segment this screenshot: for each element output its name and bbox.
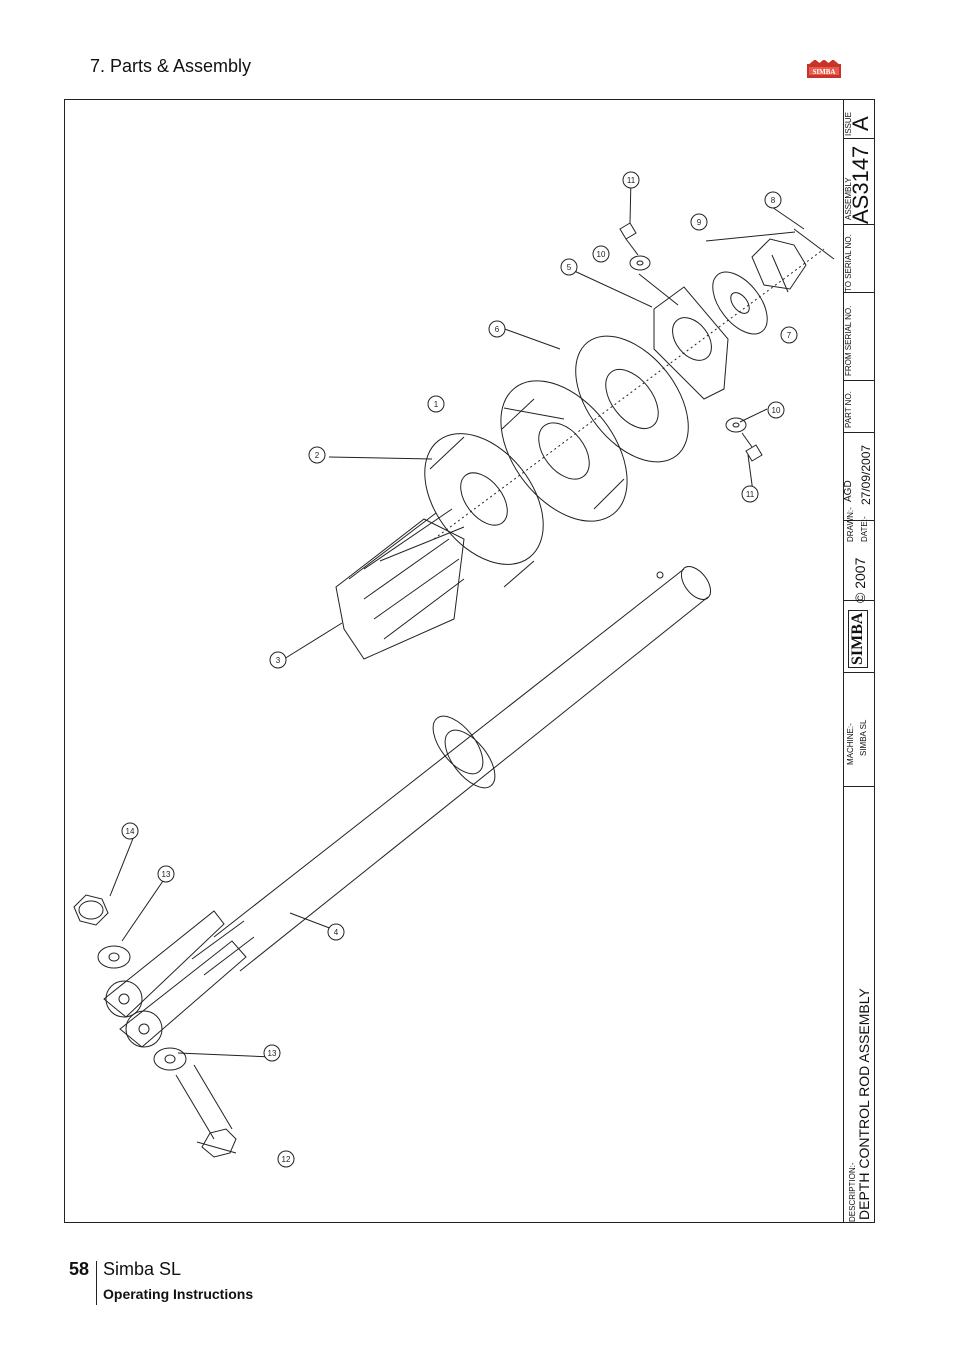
assembly-number: AS3147 [848,145,873,224]
exploded-view-drawing: 1 2 3 4 5 6 7 8 9 10 10 11 11 12 13 13 1… [73,171,835,1168]
footer-divider [96,1261,97,1305]
svg-text:14: 14 [126,827,135,836]
callout-13b: 13 [263,1044,281,1062]
callout-11a: 11 [622,171,640,189]
callout-2: 2 [308,446,326,464]
callout-4: 4 [327,923,345,941]
from-serial-label: FROM SERIAL NO. [844,305,853,376]
callout-9: 9 [690,213,708,231]
drawn-by: AGD [843,480,854,502]
issue-value: A [848,116,873,131]
section-title: 7. Parts & Assembly [90,56,252,76]
callout-8: 8 [764,191,782,209]
document-subtitle: Operating Instructions [103,1286,254,1302]
svg-text:7: 7 [787,331,792,340]
svg-text:8: 8 [771,196,776,205]
svg-text:10: 10 [597,250,606,259]
callout-10a: 10 [592,245,610,263]
svg-text:10: 10 [772,406,781,415]
page-number: 58 [69,1259,90,1279]
svg-text:4: 4 [334,928,339,937]
svg-text:2: 2 [315,451,320,460]
part-no-label: PART NO. [844,391,853,428]
callout-5: 5 [560,258,578,276]
svg-text:11: 11 [746,490,755,499]
svg-text:13: 13 [268,1049,277,1058]
callout-7: 7 [780,326,798,344]
svg-text:13: 13 [162,870,171,879]
svg-text:5: 5 [567,263,572,272]
svg-text:3: 3 [276,656,281,665]
machine-label: MACHINE:- [846,723,855,765]
svg-text:1: 1 [434,400,439,409]
callout-13a: 13 [157,865,175,883]
description: DEPTH CONTROL ROD ASSEMBLY [856,988,872,1220]
callout-3: 3 [269,651,287,669]
callout-6: 6 [488,320,506,338]
machine: SIMBA SL [859,719,868,756]
svg-text:9: 9 [697,218,702,227]
copyright: © 2007 [852,557,868,603]
to-serial-label: TO SERIAL NO. [844,234,853,292]
callout-11b: 11 [741,485,759,503]
drawing-frame [64,99,875,1223]
callout-10b: 10 [767,401,785,419]
brand-mark: SIMBA [848,609,868,668]
date: 27/09/2007 [859,444,873,505]
callout-14: 14 [121,822,139,840]
svg-text:6: 6 [495,325,500,334]
callout-1: 1 [427,395,445,413]
simba-logo-icon: SIMBA [807,60,841,78]
svg-text:SIMBA: SIMBA [813,68,836,76]
drawn-label: DRAWN:- [846,507,855,542]
svg-text:12: 12 [282,1155,291,1164]
svg-text:11: 11 [627,176,636,185]
callout-12: 12 [277,1150,295,1168]
date-label: DATE:- [860,516,869,542]
product-name: Simba SL [103,1259,182,1279]
